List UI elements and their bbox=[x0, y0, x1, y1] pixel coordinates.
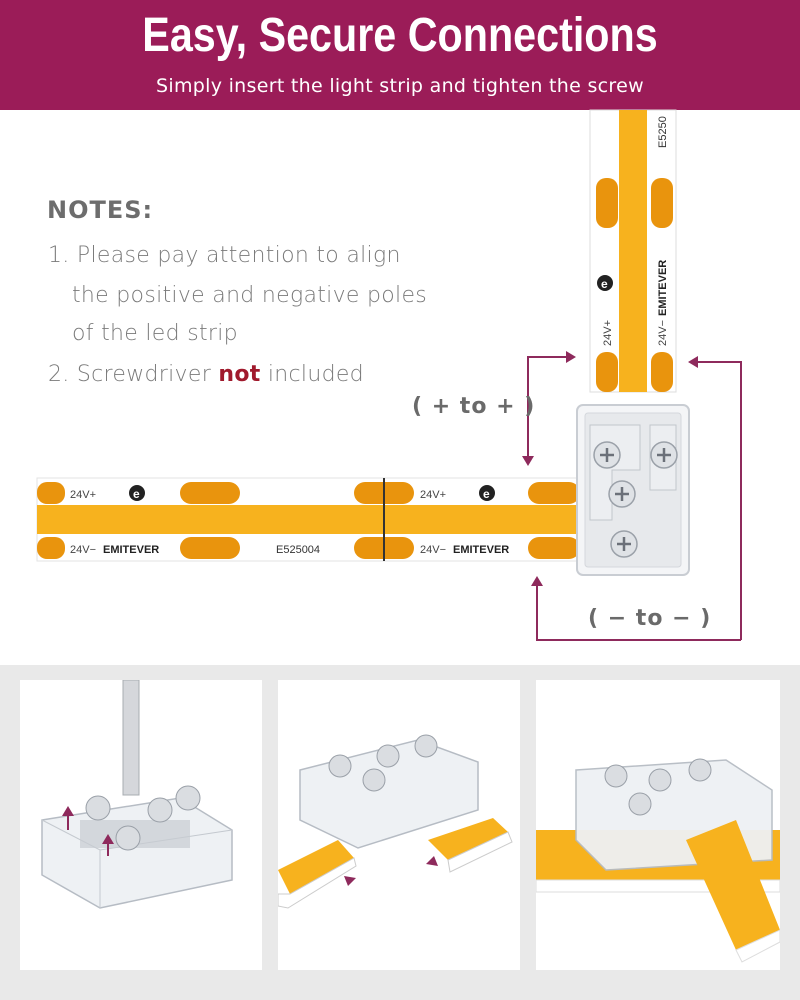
strip-brand-2: EMITEVER bbox=[453, 544, 509, 556]
strip-neg-label-1: 24V− bbox=[70, 544, 96, 556]
strip-brand-1: EMITEVER bbox=[103, 544, 159, 556]
strip-pos-label-1: 24V+ bbox=[70, 489, 96, 501]
step-panel-connected bbox=[536, 680, 780, 970]
arrow-head-left-icon bbox=[688, 356, 698, 368]
note-2: 2. Screwdriver not included bbox=[48, 362, 364, 387]
strip-model: E525004 bbox=[276, 544, 320, 556]
positive-arrows bbox=[527, 356, 742, 640]
arrow-head-up-icon bbox=[531, 576, 543, 586]
strip-pos-label-2: 24V+ bbox=[420, 489, 446, 501]
note-2-suffix: included bbox=[260, 362, 364, 387]
banner-title: Easy, Secure Connections bbox=[142, 9, 658, 62]
negative-pole-label: ( − to − ) bbox=[588, 606, 712, 631]
vertical-strip-neg: 24V− bbox=[657, 320, 669, 346]
vertical-strip-model: E5250 bbox=[657, 116, 669, 148]
screw-icon-1 bbox=[593, 441, 621, 469]
step-panel-screwdriver bbox=[20, 680, 262, 970]
vertical-strip-brand: EMITEVER bbox=[657, 260, 669, 316]
header-banner: Easy, Secure Connections Simply insert t… bbox=[0, 0, 800, 110]
strip-brand-logo-icon-1 bbox=[129, 485, 145, 501]
vertical-led-strip: E5250 EMITEVER 24V− 24V+ e bbox=[589, 109, 677, 393]
vertical-logo-letter: e bbox=[601, 277, 608, 291]
screw-icon-3 bbox=[608, 480, 636, 508]
strip-neg-label-2: 24V− bbox=[420, 544, 446, 556]
step-panel-insert bbox=[278, 680, 520, 970]
note-1-line-1: 1. Please pay attention to align bbox=[48, 243, 401, 268]
screw-icon-2 bbox=[650, 441, 678, 469]
insert-strip-illustration bbox=[278, 734, 513, 909]
screwdriver-illustration bbox=[41, 680, 233, 909]
note-1-line-3: of the led strip bbox=[72, 321, 238, 346]
note-2-prefix: 2. Screwdriver bbox=[48, 362, 219, 387]
strip-logo-letter-1: e bbox=[133, 487, 140, 501]
arrow-head-down-icon bbox=[522, 456, 534, 466]
vertical-strip-pos: 24V+ bbox=[602, 320, 614, 346]
strip-logo-letter-2: e bbox=[483, 487, 490, 501]
screw-icon-4 bbox=[610, 530, 638, 558]
note-2-emphasis: not bbox=[218, 362, 261, 387]
connection-diagram: E5250 EMITEVER 24V− 24V+ e 24V+ 24V− EMI… bbox=[36, 109, 742, 641]
connected-strip-illustration bbox=[536, 758, 780, 963]
horizontal-led-strip: 24V+ 24V− EMITEVER E525004 24V+ 24V− EMI… bbox=[36, 477, 581, 562]
vertical-brand-logo-icon bbox=[597, 275, 613, 291]
note-1-line-2: the positive and negative poles bbox=[72, 283, 428, 308]
banner-subtitle: Simply insert the light strip and tighte… bbox=[156, 75, 644, 97]
negative-arrows bbox=[536, 586, 741, 641]
arrow-head-right-icon bbox=[566, 351, 576, 363]
connector-top-view bbox=[576, 404, 690, 576]
strip-brand-logo-icon-2 bbox=[479, 485, 495, 501]
positive-pole-label: ( + to + ) bbox=[412, 394, 536, 419]
notes-heading: NOTES: bbox=[47, 196, 154, 224]
